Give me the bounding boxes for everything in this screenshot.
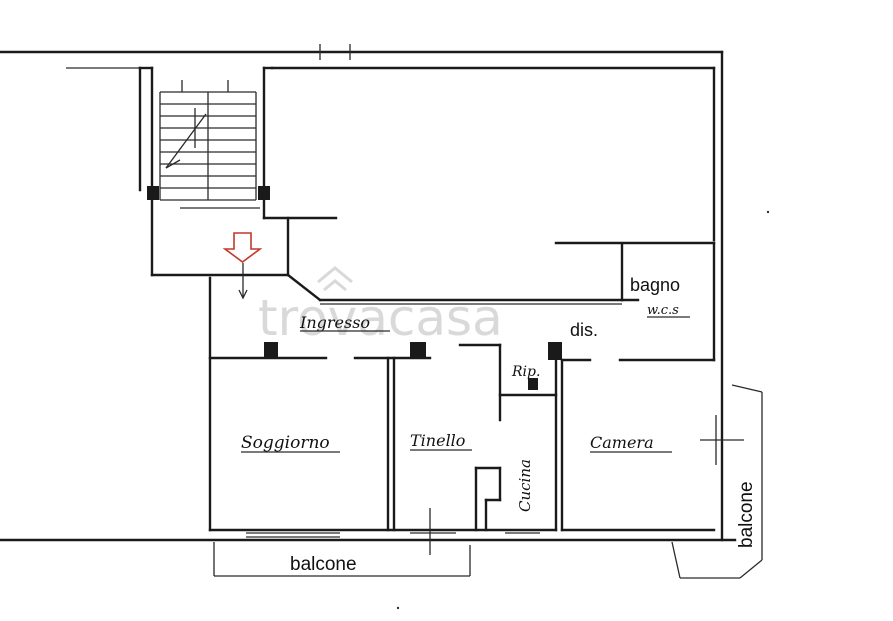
pillar: [528, 378, 538, 390]
pillar: [258, 186, 270, 200]
balcony-label-right: balcone: [736, 481, 757, 548]
room-label-camera: Camera: [590, 433, 654, 452]
balcony-right: [731, 384, 763, 579]
room-label-soggiorno: Soggiorno: [241, 433, 330, 453]
balcony-bottom: [213, 541, 740, 579]
room-label-rip: Rip.: [511, 364, 540, 380]
room-label-dis: dis.: [570, 320, 598, 340]
room-label-bagno: bagno: [630, 275, 680, 295]
landing: [150, 216, 338, 302]
room-label-tinello: Tinello: [410, 431, 465, 450]
stairwell: [138, 66, 274, 277]
room-label-wc: w.c.s: [647, 303, 679, 318]
watermark-house-icon: [317, 266, 353, 292]
room-label-ingresso: Ingresso: [299, 313, 370, 332]
pillar: [147, 186, 159, 200]
pillar: [264, 342, 278, 358]
entry-arrow-icon: [222, 232, 263, 300]
room-label-cucina: Cucina: [516, 459, 534, 512]
pillar: [410, 342, 426, 358]
windows: [246, 415, 744, 555]
internal-walls: [270, 66, 716, 362]
pillar: [548, 342, 562, 360]
building-walls: [0, 44, 737, 542]
watermark: trovacasa: [258, 289, 503, 347]
balcony-label-bottom: balcone: [290, 554, 357, 575]
